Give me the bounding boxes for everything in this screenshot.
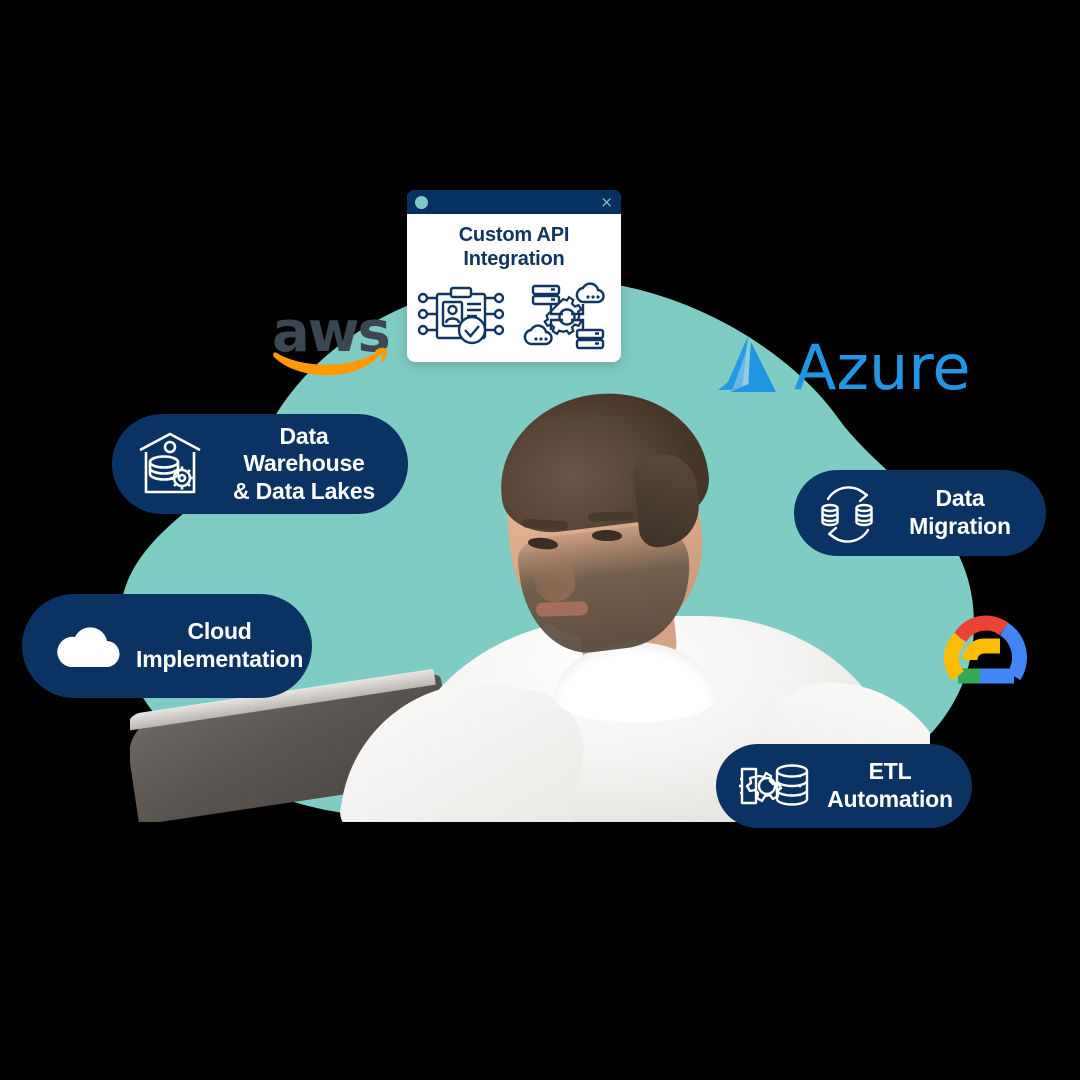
card-icon-row [407,272,621,354]
azure-logo-text: Azure [794,331,971,405]
aws-logo-text: aws [272,300,391,365]
card-title-line-2: Integration [463,248,565,271]
sidebar-item-data-warehouse[interactable]: Data Warehouse & Data Lakes [112,414,408,514]
cloud-icon [57,627,120,668]
status-dot [415,195,428,209]
person-lips [535,601,589,617]
azure-logo: Azure [718,332,971,399]
person-shirt-collar [555,642,715,722]
close-icon[interactable]: × [600,192,613,211]
sidebar-item-data-migration[interactable]: Data Migration [794,470,1046,556]
sidebar-item-cloud-implementation[interactable]: Cloud Implementation [22,594,312,698]
person-eyebrow-right [587,511,635,522]
pill-label: Cloud Implementation [136,618,304,672]
aws-logo: aws [272,300,391,376]
aws-swoosh-icon [273,347,388,376]
gear-database-stack-icon [739,764,809,806]
google-cloud-logo [940,608,1032,690]
pill-label: Data Migration [909,485,1011,539]
card-title-line-1: Custom API [458,224,570,246]
api-id-card-icon [417,286,505,344]
card-titlebar: × [407,190,621,214]
person-eye-right [591,529,623,542]
azure-mark-icon [718,336,776,392]
sidebar-item-etl-automation[interactable]: ETL Automation [716,744,972,828]
gear-cloud-server-icon [523,282,605,349]
pill-label: Data Warehouse & Data Lakes [232,422,376,504]
warehouse-database-gear-icon [139,432,201,494]
database-sync-arrows-icon [821,486,873,543]
pill-label: ETL Automation [827,758,953,812]
